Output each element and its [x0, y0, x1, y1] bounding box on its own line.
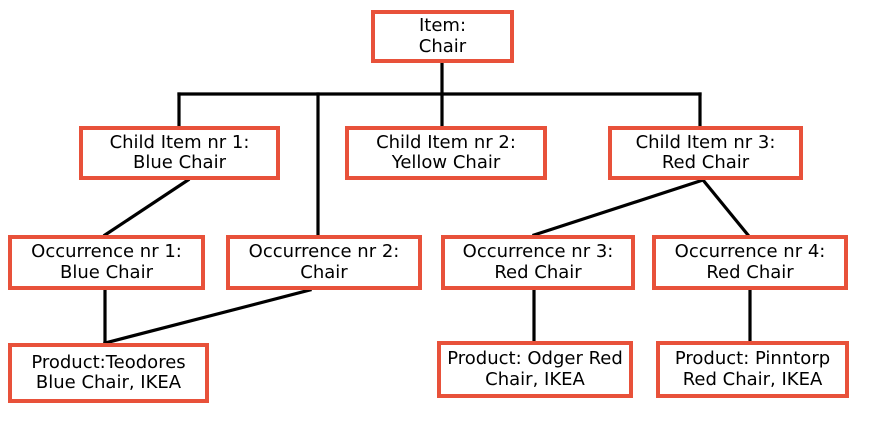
node-occurrence-2-line-1: Occurrence nr 2:: [248, 241, 400, 263]
node-child-item-2[interactable]: Child Item nr 2:Yellow Chair: [345, 126, 547, 180]
node-product-teodores-line-2: Blue Chair, IKEA: [35, 372, 182, 393]
node-occurrence-1-line-2: Blue Chair: [60, 261, 153, 283]
node-product-pinntorp-line-2: Red Chair, IKEA: [682, 368, 823, 390]
node-occurrence-1[interactable]: Occurrence nr 1:Blue Chair: [8, 235, 205, 290]
node-item-chair-line-2: Chair: [418, 35, 467, 57]
node-product-odger-line-2: Chair, IKEA: [485, 368, 585, 390]
node-product-teodores-line-1: Product:Teodores: [31, 351, 186, 373]
node-occurrence-1-line-1: Occurrence nr 1:: [31, 241, 182, 263]
node-child-item-3[interactable]: Child Item nr 3:Red Chair: [608, 126, 803, 180]
node-item-chair[interactable]: Item:Chair: [371, 10, 514, 63]
edge-child-item-3-to-occurrence-4: [700, 177, 751, 238]
node-child-item-3-line-1: Child Item nr 3:: [635, 131, 776, 153]
node-occurrence-2-line-2: Chair: [300, 261, 348, 283]
node-occurrence-3-line-1: Occurrence nr 3:: [462, 241, 614, 263]
edge-occurrence-2-to-product-teodores: [103, 288, 312, 345]
node-occurrence-4-line-1: Occurrence nr 4:: [674, 241, 826, 263]
node-product-odger-line-1: Product: Odger Red: [447, 348, 623, 370]
edge-child-item-1-to-occurrence-1: [102, 177, 191, 238]
node-child-item-2-line-2: Yellow Chair: [391, 152, 501, 173]
node-occurrence-3-line-2: Red Chair: [494, 261, 582, 283]
node-child-item-1[interactable]: Child Item nr 1:Blue Chair: [79, 126, 280, 180]
node-occurrence-2[interactable]: Occurrence nr 2:Chair: [226, 235, 422, 290]
node-child-item-1-line-2: Blue Chair: [133, 152, 226, 173]
node-child-item-2-line-1: Child Item nr 2:: [376, 131, 516, 153]
node-occurrence-4[interactable]: Occurrence nr 4:Red Chair: [652, 235, 848, 290]
node-product-pinntorp-line-1: Product: Pinntorp: [674, 348, 831, 370]
edge-child-item-3-to-occurrence-3: [531, 177, 706, 238]
node-child-item-1-line-1: Child Item nr 1:: [109, 131, 250, 153]
node-item-chair-line-1: Item:: [418, 15, 467, 37]
node-child-item-3-line-2: Red Chair: [661, 152, 750, 173]
node-occurrence-3[interactable]: Occurrence nr 3:Red Chair: [441, 235, 635, 290]
node-occurrence-4-line-2: Red Chair: [706, 261, 794, 283]
